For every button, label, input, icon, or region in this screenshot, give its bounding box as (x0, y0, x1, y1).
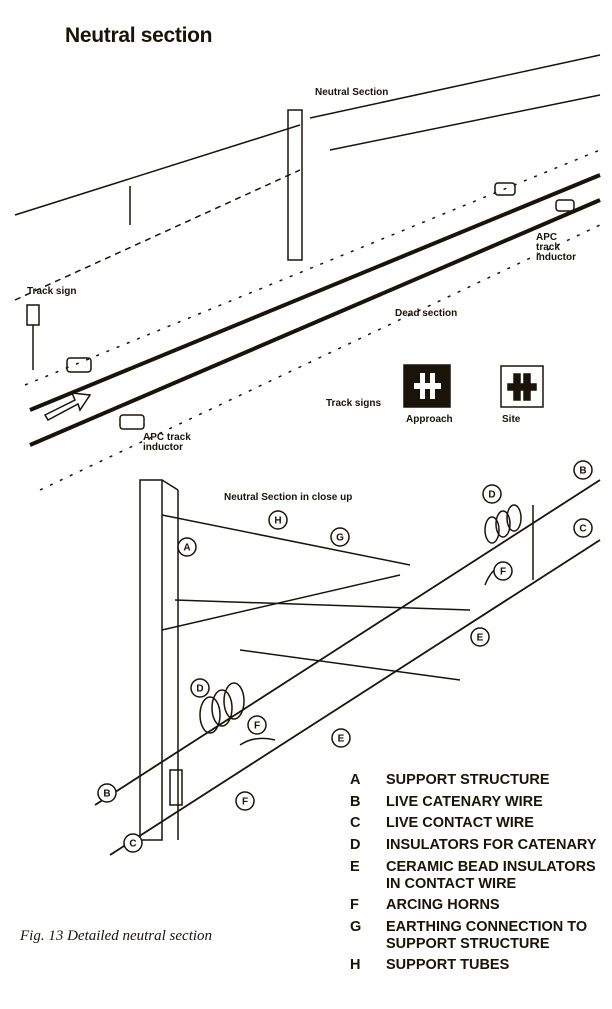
callout-circle-c (573, 518, 593, 538)
rail-2 (29, 198, 601, 447)
legend-text: LIVE CATENARY WIRE (386, 793, 543, 810)
figure-caption: Fig. 13 Detailed neutral section (20, 928, 213, 944)
legend-key: E (350, 858, 360, 875)
label-dead-section: Dead section (395, 308, 458, 319)
callout-label-f: F (500, 567, 506, 578)
legend-key: C (350, 815, 361, 832)
legend-text: CERAMIC BEAD INSULATORS IN CONTACT WIRE (386, 858, 596, 892)
site-sign-icon (500, 365, 544, 408)
label-neutral-section: Neutral Section (315, 87, 389, 98)
lower-closeup (94, 479, 601, 856)
approach-sign-icon (403, 364, 451, 408)
legend-text: LIVE CONTACT WIRE (386, 815, 534, 832)
apc-inductor-left-box-2 (119, 414, 145, 430)
callout-circle-f (493, 561, 513, 581)
legend-item: A SUPPORT STRUCTURE (350, 770, 597, 792)
callout-label-g: G (336, 533, 344, 544)
legend-key: H (350, 956, 361, 973)
callout-label-b: B (579, 466, 586, 477)
callout-circle-f (235, 791, 255, 811)
callout-circle-e (470, 627, 490, 647)
callout-circle-h (268, 510, 288, 530)
page-title: Neutral section (65, 24, 213, 47)
callout-label-e: E (338, 734, 345, 745)
apc-inductor-right-box-2 (555, 199, 575, 212)
label-close-up: Neutral Section in close up (224, 492, 353, 503)
label-approach: Approach (406, 414, 453, 425)
legend-item: H SUPPORT TUBES (350, 955, 597, 977)
label-track-signs: Track signs (326, 398, 382, 409)
legend-key: G (350, 918, 362, 935)
legend-text: ARCING HORNS (386, 896, 500, 913)
callout-label-f: F (254, 721, 260, 732)
insulator-d-upper-icon (484, 504, 522, 544)
legend-text: EARTHING CONNECTION TO SUPPORT STRUCTURE (386, 918, 588, 952)
insulator-d-lower-icon (199, 682, 245, 734)
sleeper-line-1 (24, 149, 601, 386)
legend-item: B LIVE CATENARY WIRE (350, 792, 597, 814)
live-catenary-wire (94, 479, 601, 806)
callout-circle-g (330, 527, 350, 547)
callout-circle-d (482, 484, 502, 504)
label-apc-inductor-right: APC track inductor (536, 232, 576, 263)
support-tube-3 (174, 599, 471, 611)
callout-label-f: F (242, 797, 248, 808)
label-apc-inductor-left: APC track inductor (143, 432, 191, 453)
callout-circle-e (331, 728, 351, 748)
label-site: Site (502, 414, 521, 425)
legend-text: SUPPORT STRUCTURE (386, 772, 550, 788)
live-contact-wire (109, 539, 601, 856)
contact-wire-left (14, 169, 301, 301)
apc-inductor-right-box (494, 182, 516, 196)
support-tube-2 (161, 574, 401, 631)
contact-wire-right (329, 94, 601, 151)
callout-label-b: B (103, 789, 110, 800)
legend: A SUPPORT STRUCTURE B LIVE CATENARY WIRE C… (350, 770, 597, 976)
callout-circle-b (573, 460, 593, 480)
callout-circle-d (190, 678, 210, 698)
callout-circle-a (177, 537, 197, 557)
sleeper-line-2 (39, 224, 601, 491)
support-tube-1 (161, 514, 411, 566)
callout-label-c: C (129, 839, 136, 850)
arcing-horn-lower (239, 737, 276, 746)
legend-text: INSULATORS FOR CATENARY (386, 837, 597, 854)
legend-item: D INSULATORS FOR CATENARY (350, 835, 597, 857)
track-sign-post-board (26, 304, 40, 326)
callout-label-d: D (196, 684, 203, 695)
support-tube-4 (239, 649, 461, 681)
mast-upper (287, 109, 303, 261)
callout-label-d: D (488, 490, 495, 501)
legend-text: SUPPORT TUBES (386, 956, 510, 973)
legend-item: G EARTHING CONNECTION TO SUPPORT STRUCTUR… (350, 919, 597, 953)
apc-inductor-left-box (66, 357, 92, 373)
callout-circle-f (247, 715, 267, 735)
support-structure-mast (139, 479, 163, 841)
legend-item: F ARCING HORNS (350, 895, 597, 917)
legend-item: E CERAMIC BEAD INSULATORS IN CONTACT WIRE (350, 859, 597, 893)
arrow-direction-icon (43, 392, 92, 421)
callout-label-c: C (579, 524, 586, 535)
upper-scene (14, 54, 601, 491)
rail-1 (29, 173, 601, 412)
legend-key: B (350, 793, 361, 810)
callout-label-e: E (477, 633, 484, 644)
legend-key: F (350, 896, 359, 913)
legend-item: C LIVE CONTACT WIRE (350, 813, 597, 835)
label-track-sign: Track sign (27, 286, 77, 297)
legend-key: A (350, 772, 361, 788)
callout-label-a: A (183, 543, 190, 554)
callout-circle-b (97, 783, 117, 803)
callout-label-h: H (274, 516, 281, 527)
callout-circle-c (123, 833, 143, 853)
legend-key: D (350, 837, 361, 854)
tensioner-lower (169, 769, 183, 806)
catenary-wire-left (14, 124, 301, 216)
catenary-wire-right (309, 54, 601, 119)
